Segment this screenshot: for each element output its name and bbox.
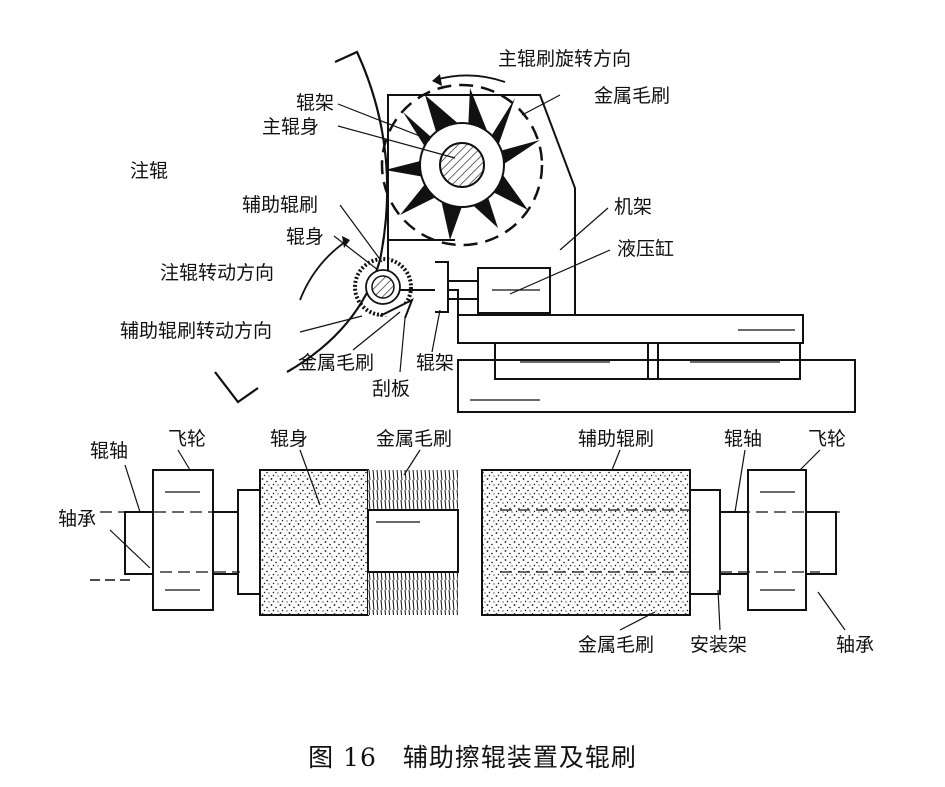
label-bearing-right: 轴承 [836, 634, 875, 656]
label-flywheel-right: 飞轮 [808, 428, 847, 450]
right-brush-body [481, 469, 691, 616]
label-machine-frame: 机架 [614, 196, 653, 218]
right-flywheel [747, 469, 807, 611]
leader-lines [299, 94, 611, 373]
label-roller-shaft-right: 辊轴 [724, 428, 763, 450]
label-roller-frame-top: 辊架 [296, 92, 335, 114]
label-metal-brush-lower: 金属毛刷 [578, 634, 655, 656]
label-roller-body-top: 辊身 [286, 226, 325, 248]
label-roller-frame-mid: 辊架 [416, 352, 455, 374]
injection-roller-arc [286, 50, 389, 373]
label-aux-brush-rotation: 辅助辊刷转动方向 [120, 320, 273, 342]
injection-roller-corner [214, 371, 259, 404]
hydraulic-cylinder [448, 267, 551, 314]
left-brush-body [259, 469, 369, 616]
label-hydraulic-cylinder: 液压缸 [617, 238, 675, 260]
label-mounting-bracket: 安装架 [690, 634, 748, 656]
label-roller-body-bottom: 辊身 [270, 428, 309, 450]
label-metal-brush-top: 金属毛刷 [594, 85, 671, 107]
label-metal-brush-upper: 金属毛刷 [376, 428, 453, 450]
auxiliary-roller-brush [353, 257, 413, 317]
figure-caption: 图 16 辅助擦辊装置及辊刷 [308, 743, 637, 772]
base-rails [457, 314, 856, 413]
top-assembly [214, 50, 856, 413]
left-flywheel [152, 469, 214, 611]
scraper [379, 297, 414, 319]
label-main-roller-rotation: 主辊刷旋转方向 [498, 48, 632, 70]
label-injection-roller-rotation: 注辊转动方向 [160, 262, 275, 284]
exposed-shaft [367, 509, 459, 573]
right-shaft [805, 511, 837, 575]
label-bearing-left: 轴承 [58, 508, 97, 530]
label-roller-shaft-left: 辊轴 [90, 440, 129, 462]
label-flywheel-left: 飞轮 [168, 428, 207, 450]
label-scraper: 刮板 [372, 378, 411, 400]
label-injection-roller: 注辊 [130, 160, 169, 182]
label-auxiliary-roller-brush: 辅助辊刷 [242, 194, 319, 216]
label-metal-brush-mid: 金属毛刷 [298, 352, 375, 374]
bottom-assembly [90, 449, 846, 631]
label-auxiliary-roller-brush-bottom: 辅助辊刷 [578, 428, 655, 450]
bottom-leader-lines [109, 449, 846, 631]
aux-roller-frame [435, 261, 449, 313]
main-roller-brush [380, 83, 544, 247]
label-main-roller-body: 主辊身 [262, 116, 320, 138]
